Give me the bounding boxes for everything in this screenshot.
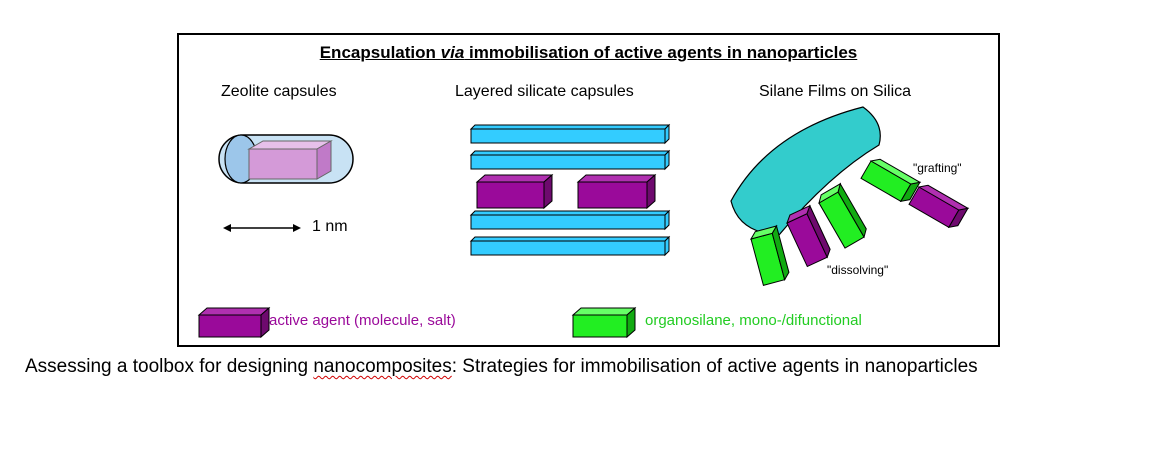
zeolite-panel-label: Zeolite capsules [221, 83, 337, 100]
grafting-silane-icon [860, 158, 970, 229]
caption-text-spellchecked: nanocomposites [313, 356, 452, 377]
title-text-end: immobilisation of active agents in nanop… [464, 43, 858, 62]
layered-silicate-icon [469, 123, 671, 257]
silane-panel-label: Silane Films on Silica [759, 83, 912, 100]
title-text-via: via [440, 43, 465, 62]
title-text-start: Encapsulation [319, 43, 441, 62]
legend-organosilane-label: organosilane, mono-/difunctional [645, 312, 862, 329]
caption-text-end: : Strategies for immobilisation of activ… [451, 356, 978, 377]
layered-panel-label: Layered silicate capsules [455, 83, 634, 100]
figure-frame: Encapsulation via immobilisation of acti… [177, 33, 1000, 347]
legend-organosilane-icon [571, 306, 637, 339]
figure-title: Encapsulation via immobilisation of acti… [179, 43, 998, 63]
legend-active-agent-icon [197, 306, 271, 339]
caption-text-start: Assessing a toolbox for designing [25, 356, 314, 377]
scale-arrow-icon [223, 224, 301, 232]
dissolving-silane-icon [749, 182, 867, 286]
diagram-graphics [197, 106, 970, 339]
scale-label: 1 nm [312, 218, 348, 235]
legend-active-agent-label: active agent (molecule, salt) [269, 312, 456, 329]
zeolite-capsule-icon [218, 134, 354, 184]
dissolving-label: "dissolving" [827, 263, 889, 277]
grafting-label: "grafting" [913, 161, 962, 175]
figure-caption: Assessing a toolbox for designing nanoco… [25, 355, 1135, 379]
